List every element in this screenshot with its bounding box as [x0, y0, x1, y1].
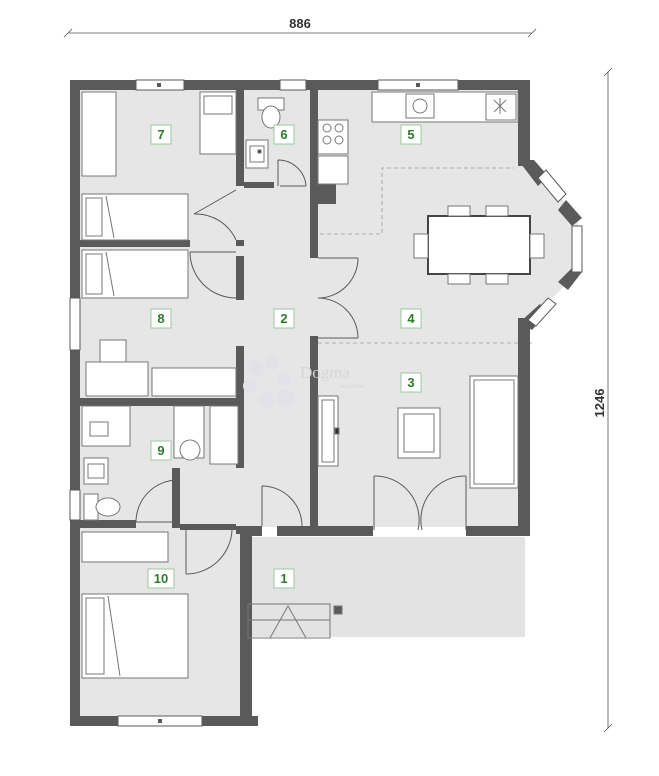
watermark-name: Dogma: [300, 363, 351, 382]
furniture: [81, 91, 545, 679]
window-bay-1: [537, 169, 567, 203]
room-label-4-text: 4: [407, 311, 415, 326]
dining-table: [427, 215, 531, 275]
room-label-8-text: 8: [157, 311, 164, 326]
room-label-2-text: 2: [280, 311, 287, 326]
room-label-3-text: 3: [407, 375, 414, 390]
toilet-room6: [261, 105, 281, 129]
room-label-3: 3: [400, 372, 422, 393]
height-dimension: 1246: [592, 67, 613, 733]
window-room9: [69, 489, 81, 521]
wardrobe-room8: [151, 367, 237, 397]
window-bay-2: [571, 225, 583, 273]
terrace-steps: [247, 603, 343, 639]
room-label-1-text: 1: [280, 571, 287, 586]
door-terrace-2: [420, 475, 467, 531]
door-room8: [189, 251, 237, 299]
room-label-4: 4: [400, 308, 422, 329]
zone-lines: [318, 167, 532, 344]
room-label-9: 9: [150, 440, 172, 461]
window-handles: [157, 83, 420, 723]
window-bay-3: [527, 297, 557, 327]
desk-room8: [85, 361, 149, 397]
room-label-5-text: 5: [407, 127, 414, 142]
walls: [70, 80, 582, 726]
room-label-8: 8: [150, 308, 172, 329]
desk-room7: [81, 91, 117, 177]
stove: [317, 119, 349, 155]
room-label-2: 2: [273, 308, 295, 329]
watermark-tagline: nekretnine: [340, 384, 364, 390]
door-entry: [261, 485, 303, 527]
door-room10: [185, 529, 233, 575]
watermark: Dogma nekretnine: [243, 355, 364, 408]
room-label-6: 6: [273, 124, 295, 145]
room-label-10-text: 10: [154, 571, 168, 586]
room-label-5: 5: [400, 124, 422, 145]
height-dimension-label: 1246: [592, 389, 607, 418]
room-label-9-text: 9: [157, 443, 164, 458]
room-label-1: 1: [273, 568, 295, 589]
room-labels: 7 6 5 8 2 4 3 9: [147, 124, 422, 589]
door-living-2: [317, 297, 359, 339]
window-room8: [69, 297, 81, 351]
door-terrace-1: [373, 475, 420, 531]
door-room9: [135, 479, 179, 523]
door-living-1: [317, 257, 359, 299]
room-label-7: 7: [150, 124, 172, 145]
room-label-10: 10: [147, 568, 175, 589]
watermark-logo-icon: [243, 355, 295, 408]
chair-room8: [99, 339, 127, 363]
room-label-7-text: 7: [157, 127, 164, 142]
width-dimension-label: 886: [289, 16, 311, 31]
window-room6: [279, 79, 307, 91]
door-room6: [277, 159, 307, 187]
door-room7: [193, 189, 237, 241]
wardrobe-room10: [81, 531, 169, 563]
vanity-room9: [209, 405, 239, 465]
width-dimension: 886: [63, 16, 537, 38]
doors: [135, 159, 467, 575]
room-label-6-text: 6: [280, 127, 287, 142]
